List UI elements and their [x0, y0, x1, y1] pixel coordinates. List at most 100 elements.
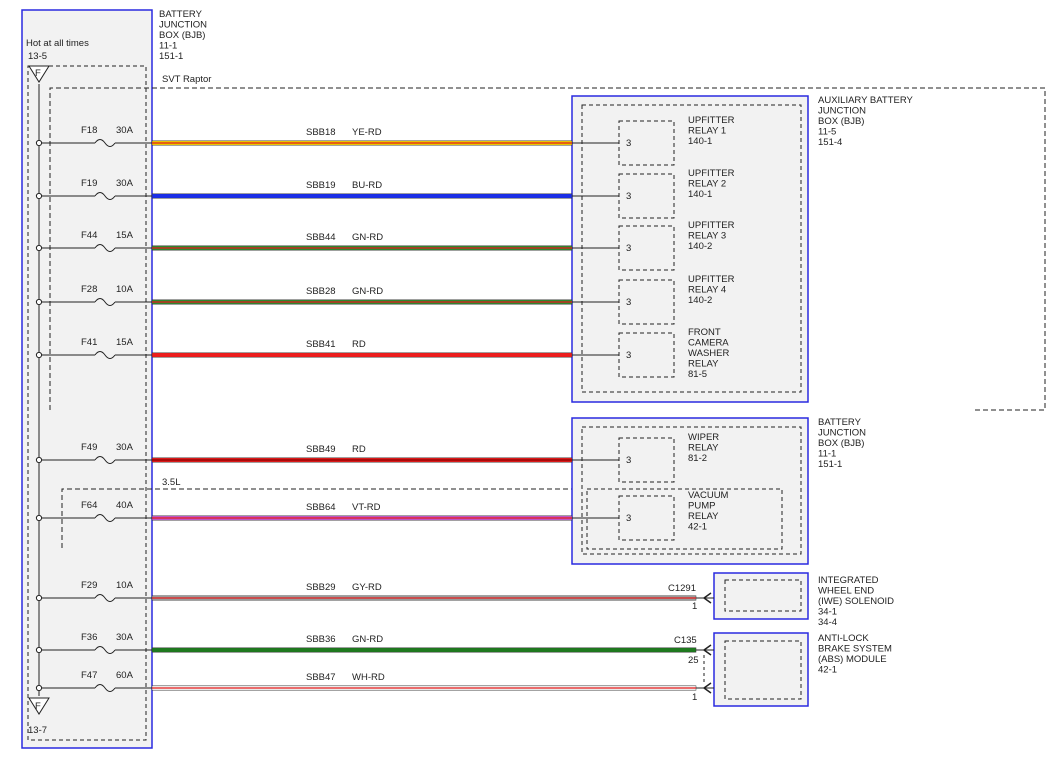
fuse-icon: [94, 684, 116, 692]
circuit-label: SBB36: [306, 634, 336, 645]
iwe-title-line: 34-4: [818, 617, 837, 628]
relay-label: RELAY 4: [688, 285, 726, 296]
wire-color-label: WH-RD: [352, 672, 385, 683]
relay-label: 140-2: [688, 241, 712, 252]
iwe-title-line: INTEGRATED: [818, 575, 879, 586]
main-bjb-title-line: 11-1: [159, 41, 177, 52]
iwe-connector-label: C1291: [668, 583, 696, 594]
circuit-label: SBB18: [306, 127, 336, 138]
main-bjb-title-line: BATTERY: [159, 9, 203, 20]
circuit-label: SBB44: [306, 232, 336, 243]
abs-pin-bottom-label: 1: [692, 692, 697, 703]
bottom-ref-label: 13-7: [28, 725, 47, 736]
fuse-label: F29: [81, 580, 97, 591]
fuse-label: F64: [81, 500, 97, 511]
relay-label: UPFITTER: [688, 115, 735, 126]
iwe-connector-arrow-icon: [696, 592, 714, 604]
iwe-title-line: WHEEL END: [818, 586, 874, 597]
bus-node: [35, 298, 43, 306]
right-battery-junction-box: [571, 417, 809, 565]
bus-node: [35, 456, 43, 464]
bus-node: [35, 514, 43, 522]
top-connector-f-icon: F: [28, 65, 50, 83]
wire-color-label: RD: [352, 339, 366, 350]
relay-label: FRONT: [688, 327, 721, 338]
iwe-solenoid-box: [713, 572, 809, 620]
wire-color-label: GY-RD: [352, 582, 382, 593]
relay-label: 81-2: [688, 453, 707, 464]
relay-label: RELAY 1: [688, 126, 726, 137]
abs-connector-arrow-icon-bottom: [696, 682, 714, 694]
fuse-amp-label: 15A: [116, 230, 134, 241]
iwe-title-line: 34-1: [818, 607, 837, 618]
fuse-icon: [94, 456, 116, 464]
wire-color-label: RD: [352, 444, 366, 455]
auxiliary-battery-junction-box: [571, 95, 809, 403]
fuse-amp-label: 10A: [116, 580, 134, 591]
fuse-amp-label: 30A: [116, 632, 134, 643]
aux-bjb-title-line: 151-4: [818, 137, 842, 148]
right-bjb-title-line: 151-1: [818, 459, 842, 470]
fuse-amp-label: 10A: [116, 284, 134, 295]
abs-connector-arrow-icon-top: [696, 644, 714, 656]
main-bjb-title-line: JUNCTION: [159, 20, 207, 31]
iwe-title-line: (IWE) SOLENOID: [818, 596, 894, 607]
aux-bjb-title-line: AUXILIARY BATTERY: [818, 95, 914, 106]
fuse-label: F49: [81, 442, 97, 453]
circuit-sbb49: F49 30A SBB49 RD: [35, 442, 573, 464]
svg-text:F: F: [35, 701, 41, 712]
fuse-icon: [94, 298, 116, 306]
relay-label: UPFITTER: [688, 220, 735, 231]
top-ref-label: 13-5: [28, 51, 47, 62]
relay-label: 42-1: [688, 522, 707, 533]
circuit-label: SBB47: [306, 672, 336, 683]
circuit-label: SBB49: [306, 444, 336, 455]
relay-label: RELAY: [688, 443, 719, 454]
relay-label: 81-5: [688, 369, 707, 380]
fuse-amp-label: 30A: [116, 442, 134, 453]
main-bjb-title-line: BOX (BJB): [159, 30, 205, 41]
wire-color-label: YE-RD: [352, 127, 382, 138]
fuse-label: F47: [81, 670, 97, 681]
relay-label: UPFITTER: [688, 274, 735, 285]
fuse-icon: [94, 351, 116, 359]
svt-raptor-dashed-outline: [49, 87, 1046, 411]
fuse-amp-label: 15A: [116, 337, 134, 348]
fuse-amp-label: 60A: [116, 670, 134, 681]
right-bjb-title-line: BATTERY: [818, 417, 862, 428]
fuse-label: F41: [81, 337, 97, 348]
wire-color-label: GN-RD: [352, 286, 383, 297]
fuse-label: F44: [81, 230, 97, 241]
fuse-label: F19: [81, 178, 97, 189]
bus-node: [35, 139, 43, 147]
wire-color-label: GN-RD: [352, 232, 383, 243]
relay-pin-label: 3: [626, 191, 631, 202]
aux-bjb-title-line: JUNCTION: [818, 106, 866, 117]
fuse-label: F28: [81, 284, 97, 295]
relay-pin-label: 3: [626, 297, 631, 308]
right-bjb-title-line: JUNCTION: [818, 428, 866, 439]
circuit-label: SBB64: [306, 502, 336, 513]
relay-label: RELAY 2: [688, 179, 726, 190]
fuse-icon: [94, 514, 116, 522]
abs-title-line: BRAKE SYSTEM: [818, 644, 892, 655]
aux-bjb-title-line: BOX (BJB): [818, 116, 864, 127]
engine-3-5l-dashed-outline: [61, 488, 572, 548]
right-bjb-title-line: 11-1: [818, 449, 836, 460]
relay-pin-label: 3: [626, 138, 631, 149]
